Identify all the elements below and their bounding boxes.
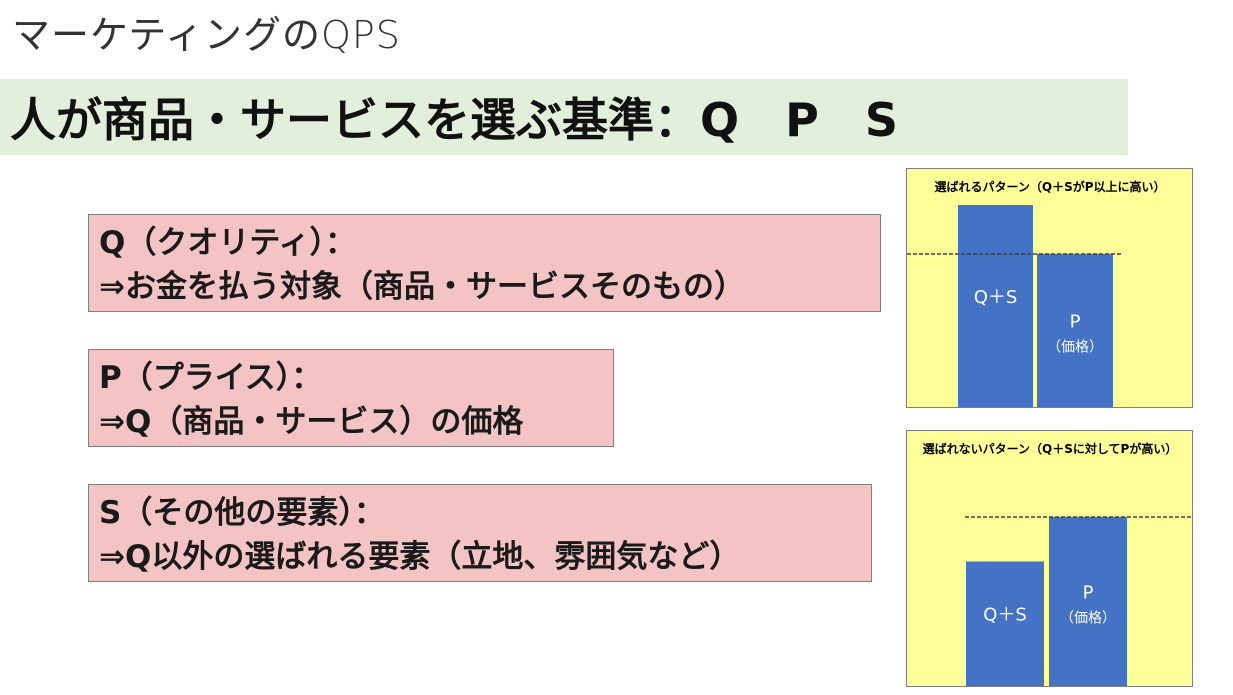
- chart-title: 選ばれるパターン（Q＋SがP以上に高い）: [934, 179, 1165, 194]
- definition-heading: S（その他の要素）：: [99, 495, 385, 531]
- slide-title: マーケティングのQPS: [12, 13, 401, 57]
- definition-box-quality: Q（クオリティ）： ⇒お金を払う対象（商品・サービスそのもの）: [88, 214, 881, 312]
- definition-box-price: P（プライス）： ⇒Q（商品・サービス）の価格: [88, 349, 614, 447]
- bar-label: Q＋S: [974, 287, 1018, 308]
- bar-price: [1049, 517, 1127, 686]
- definition-description: ⇒Q（商品・サービス）の価格: [99, 404, 524, 440]
- chosen-pattern-chart: 選ばれるパターン（Q＋SがP以上に高い） Q＋S P （価格）: [906, 168, 1193, 408]
- chosen-pattern-chart-svg: 選ばれるパターン（Q＋SがP以上に高い） Q＋S P （価格）: [907, 179, 1166, 407]
- headline-text: 人が商品・サービスを選ぶ基準：Q P S: [10, 93, 898, 147]
- definition-description: ⇒Q以外の選ばれる要素（立地、雰囲気など）: [99, 539, 741, 575]
- bar-price: [1037, 253, 1113, 407]
- bar-label: P: [1070, 311, 1081, 332]
- bar-sublabel: （価格）: [1047, 339, 1103, 355]
- bar-label: P: [1083, 583, 1094, 604]
- definition-heading: Q（クオリティ）：: [99, 225, 356, 261]
- definition-heading: P（プライス）：: [99, 360, 323, 396]
- bar-quality-service: [966, 561, 1044, 686]
- bar-sublabel: （価格）: [1060, 611, 1116, 627]
- bar-label: Q＋S: [983, 605, 1027, 626]
- headline-banner: 人が商品・サービスを選ぶ基準：Q P S: [0, 79, 1128, 155]
- chart-title: 選ばれないパターン（Q＋Sに対してPが高い）: [923, 441, 1178, 456]
- definition-box-service: S（その他の要素）： ⇒Q以外の選ばれる要素（立地、雰囲気など）: [88, 484, 872, 582]
- not-chosen-pattern-chart: 選ばれないパターン（Q＋Sに対してPが高い） Q＋S P （価格）: [906, 430, 1193, 687]
- bar-quality-service: [958, 205, 1033, 407]
- not-chosen-pattern-chart-svg: 選ばれないパターン（Q＋Sに対してPが高い） Q＋S P （価格）: [923, 441, 1192, 686]
- definition-description: ⇒お金を払う対象（商品・サービスそのもの）: [99, 269, 745, 305]
